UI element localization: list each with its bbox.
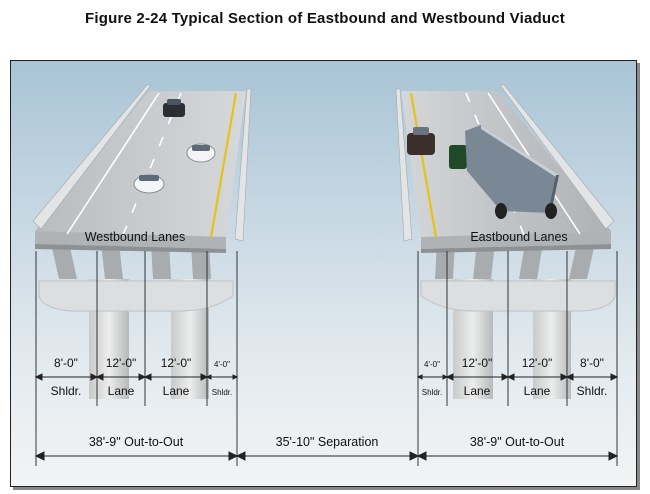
- westbound-deck-label: Westbound Lanes: [85, 230, 186, 244]
- eastbound-seg1-name: Shldr.: [422, 388, 442, 397]
- eastbound-yellow-edge-line: [409, 92, 438, 238]
- extension-lines: [35, 251, 618, 466]
- westbound-seg2-name: Lane: [108, 384, 135, 398]
- westbound-segment-arrows: [34, 373, 239, 381]
- westbound-seg2-width: 12'-0": [106, 356, 137, 370]
- westbound-viaduct: Westbound Lanes: [32, 84, 252, 399]
- eastbound-seg4-width: 8'-0": [580, 356, 604, 370]
- eastbound-pier-cap: [420, 280, 616, 312]
- westbound-seg4-name: Shldr.: [212, 388, 232, 397]
- eastbound-seg2-width: 12'-0": [462, 356, 493, 370]
- westbound-seg1-width: 8'-0": [54, 356, 78, 370]
- illustration-frame: Westbound Lanes E: [10, 60, 637, 487]
- eastbound-deck-label: Eastbound Lanes: [470, 230, 567, 244]
- westbound-seg1-name: Shldr.: [51, 384, 82, 398]
- westbound-deck-surface: [35, 91, 246, 237]
- eastbound-girders: [435, 243, 595, 279]
- westbound-yellow-edge-line: [209, 92, 238, 238]
- separation-width: 35'-10" Separation: [276, 435, 379, 449]
- eastbound-right-barrier: [499, 84, 615, 230]
- westbound-seg4-width: 4'-0": [214, 360, 230, 369]
- eastbound-overall-width: 38'-9" Out-to-Out: [470, 435, 565, 449]
- westbound-overall-width: 38'-9" Out-to-Out: [89, 435, 184, 449]
- eastbound-seg4-name: Shldr.: [577, 384, 608, 398]
- westbound-right-barrier: [234, 88, 252, 242]
- eastbound-seg3-width: 12'-0": [522, 356, 553, 370]
- westbound-seg3-name: Lane: [163, 384, 190, 398]
- westbound-pier-cap: [38, 280, 234, 312]
- westbound-car-black: [163, 99, 185, 117]
- figure-title: Figure 2-24 Typical Section of Eastbound…: [85, 10, 565, 27]
- eastbound-seg3-name: Lane: [524, 384, 551, 398]
- westbound-car-white-front: [133, 174, 165, 194]
- westbound-deck-edge: [35, 231, 226, 249]
- overall-dimension-arrows: [34, 451, 619, 461]
- westbound-car-white-rear: [186, 143, 216, 163]
- eastbound-seg1-width: 4'-0": [424, 360, 440, 369]
- eastbound-deck-edge: [421, 231, 611, 249]
- eastbound-viaduct: Eastbound Lanes: [395, 84, 616, 399]
- westbound-edge-line-left: [66, 92, 160, 235]
- eastbound-segment-arrows: [416, 373, 619, 381]
- eastbound-seg2-name: Lane: [464, 384, 491, 398]
- eastbound-left-barrier: [395, 88, 413, 242]
- eastbound-semi-truck: [449, 125, 559, 219]
- westbound-seg3-width: 12'-0": [161, 356, 192, 370]
- viaduct-section-diagram: Westbound Lanes E: [11, 61, 636, 486]
- eastbound-car-dark: [407, 127, 435, 155]
- westbound-left-barrier: [32, 84, 152, 230]
